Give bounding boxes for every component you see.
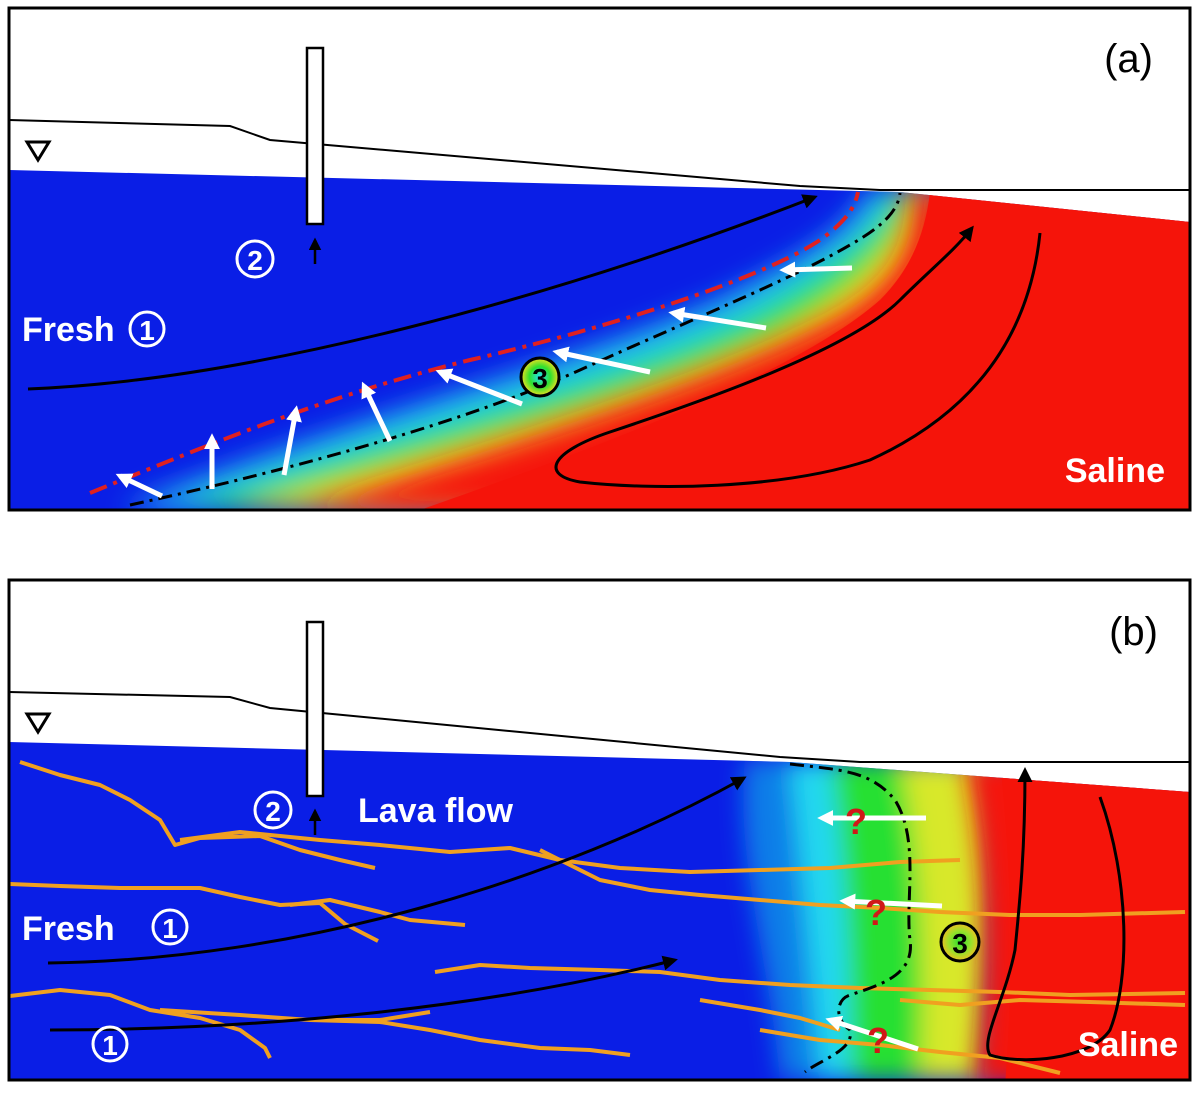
marker-1-a: 1 [128, 310, 166, 348]
marker-3-a: 3 [519, 356, 561, 398]
interface-predicted-a [89, 191, 860, 495]
panel-label-b: (b) [1109, 610, 1158, 654]
panel-a: (a) Fresh 1 2 3 Saline [7, 6, 1192, 512]
marker-3-b: 3 [939, 921, 981, 963]
intrusion-arrows-a [115, 261, 853, 499]
question-mark-3: ? [867, 1020, 889, 1061]
lava-flow-lines [9, 760, 1186, 1075]
svg-text:2: 2 [247, 245, 263, 276]
fresh-label-b: Fresh [22, 910, 115, 948]
marker-1-lower-b: 1 [91, 1025, 129, 1063]
svg-text:1: 1 [139, 315, 155, 346]
ground-surface-b [8, 691, 1190, 763]
svg-text:1: 1 [102, 1030, 118, 1061]
well-a [305, 46, 325, 226]
salinity-field-a [9, 170, 1190, 510]
svg-text:3: 3 [952, 928, 968, 959]
marker-2-a: 2 [235, 239, 275, 279]
fresh-flow-arrow-upper-b [47, 776, 747, 965]
saline-circulation-arrow-a [554, 225, 1042, 489]
panel-a-border [7, 6, 1192, 512]
saline-label-a: Saline [1065, 452, 1165, 490]
well-b [305, 620, 325, 798]
panel-label-a: (a) [1104, 37, 1153, 81]
salinity-field-b [9, 742, 1190, 1080]
ground-surface-a [8, 119, 1190, 191]
panel-b: ? ? ? (b) Lava flow 2 Fresh 1 1 3 Saline [7, 578, 1192, 1082]
saline-label-b: Saline [1078, 1026, 1178, 1064]
fresh-flow-arrow-lower-b [49, 955, 678, 1032]
question-mark-1: ? [845, 801, 867, 842]
fresh-label-a: Fresh [22, 311, 115, 349]
svg-text:1: 1 [162, 913, 178, 944]
marker-1-b: 1 [151, 908, 189, 946]
water-table-icon-b [24, 712, 52, 735]
svg-text:2: 2 [265, 796, 281, 827]
water-table-icon-a [24, 140, 52, 163]
interface-isochlor-b [789, 762, 912, 1074]
svg-text:3: 3 [532, 363, 548, 394]
lava-flow-label: Lava flow [358, 792, 513, 830]
marker-2-b: 2 [253, 790, 293, 830]
intrusion-arrows-b [817, 809, 943, 1052]
saline-circulation-arrow-b [986, 767, 1126, 1062]
panel-b-border [7, 578, 1192, 1082]
question-mark-2: ? [865, 892, 887, 933]
fresh-flow-arrow-a [27, 194, 818, 391]
